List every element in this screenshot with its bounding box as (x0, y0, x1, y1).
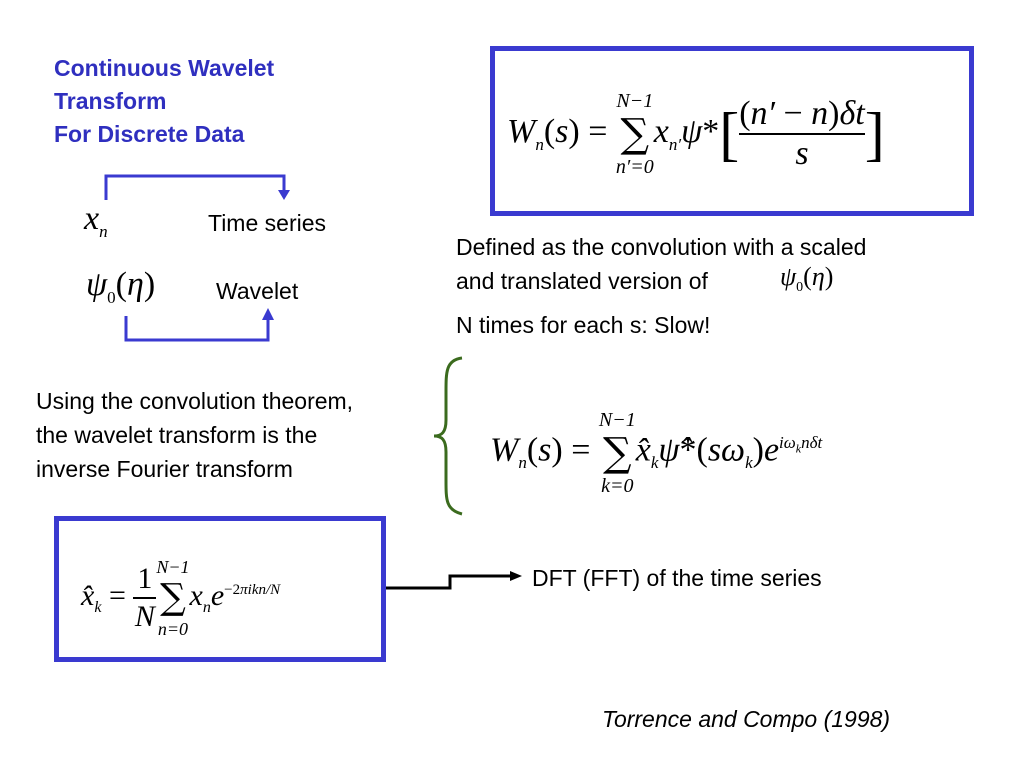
defined-line-2: and translated version of (456, 268, 708, 294)
sum-operator-k: N−1∑k=0 (598, 408, 636, 497)
using-line-1: Using the convolution theorem, (36, 388, 354, 414)
sum-operator-n: N−1∑n=0 (156, 557, 190, 640)
x-n-symbol: xn (84, 200, 108, 241)
title-line-2: Transform (54, 88, 167, 114)
bottom-bracket-arrow (124, 316, 270, 342)
top-arrowhead (278, 190, 290, 200)
using-line-3: inverse Fourier transform (36, 456, 293, 482)
dft-arrowhead (510, 571, 522, 581)
wavelet-label: Wavelet (216, 278, 299, 304)
bottom-arrowhead (262, 308, 274, 320)
psi-0-eta-symbol: ψ0(η) (86, 266, 156, 307)
sum-operator: N−1∑n′=0 (615, 90, 654, 179)
psi-0-eta-inline: ψ0(η) (780, 262, 834, 296)
title-line-3: For Discrete Data (54, 121, 245, 147)
curly-brace (433, 356, 463, 516)
slide-title: Continuous Wavelet Transform For Discret… (54, 52, 274, 151)
dft-connector (384, 574, 512, 590)
using-line-2: the wavelet transform is the (36, 422, 318, 448)
title-line-1: Continuous Wavelet (54, 55, 275, 81)
dft-label: DFT (FFT) of the time series (532, 565, 822, 591)
defined-line-1: Defined as the convolution with a scaled (456, 234, 867, 260)
n-times-slow: N times for each s: Slow! (456, 312, 711, 338)
reference-citation: Torrence and Compo (1998) (602, 706, 891, 732)
top-bracket-arrow (104, 174, 286, 200)
time-series-label: Time series (208, 210, 326, 236)
